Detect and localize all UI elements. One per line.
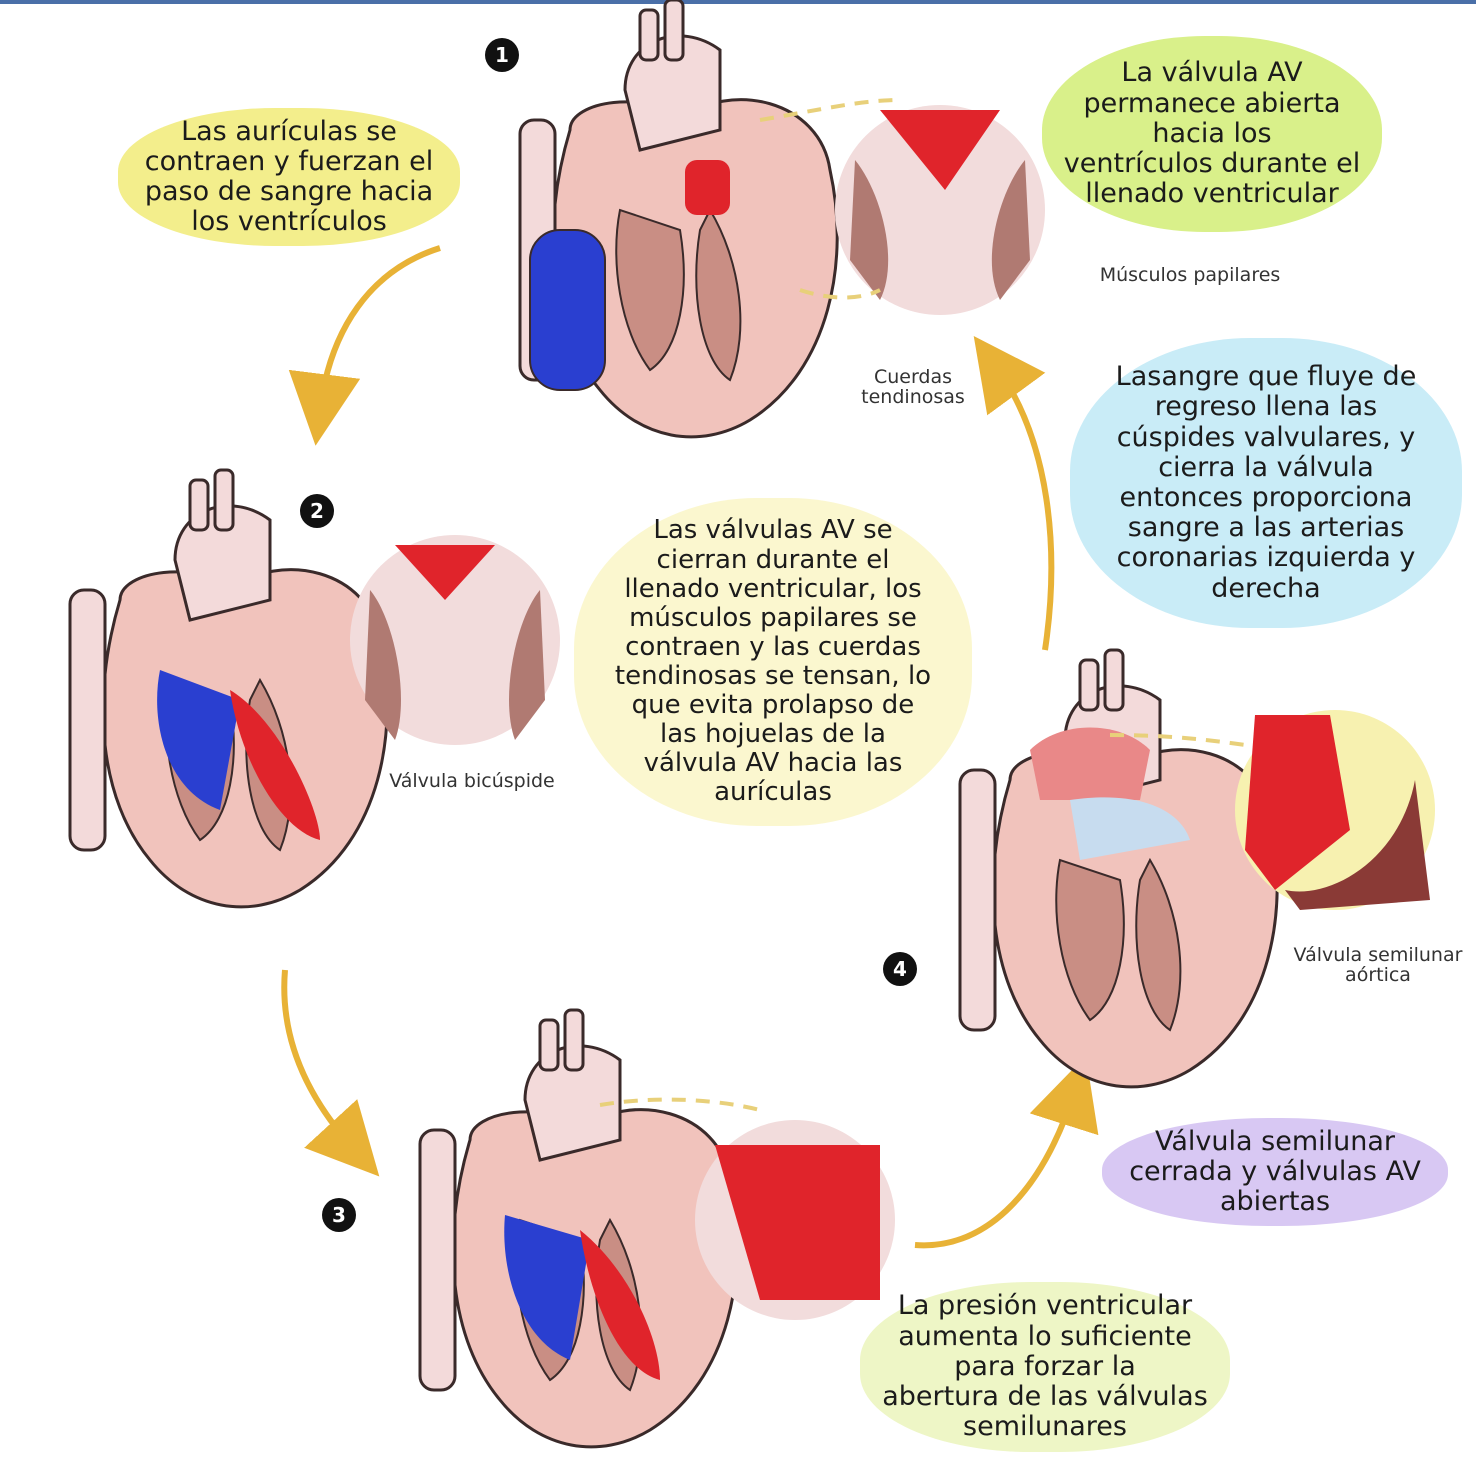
note-atria-contract: Las aurículas se contraen y fuerzan el p… xyxy=(118,108,460,246)
step-1-marker: 1 xyxy=(485,38,519,72)
cycle-arrow-3-4 xyxy=(915,1090,1075,1245)
label-chordae-tendineae: Cuerdas tendinosas xyxy=(848,368,978,408)
cycle-arrow-2-3 xyxy=(284,970,355,1150)
cycle-arrow-1-2 xyxy=(320,248,440,410)
step-3-marker: 3 xyxy=(322,1198,356,1232)
step-4-marker: 4 xyxy=(883,952,917,986)
heart-2 xyxy=(70,470,387,907)
note-av-open: La válvula AV permanece abierta hacia lo… xyxy=(1042,36,1382,232)
heart-4 xyxy=(960,650,1277,1087)
heart-3 xyxy=(420,1010,737,1447)
step-2-marker: 2 xyxy=(300,494,334,528)
label-bicuspid-valve: Válvula bicúspide xyxy=(372,772,572,792)
cycle-arrow-4-1 xyxy=(995,365,1051,650)
label-papillary-muscles: Músculos papilares xyxy=(1080,266,1300,286)
note-backflow: Lasangre que fluye de regreso llena las … xyxy=(1070,338,1462,628)
note-semilunar-closed: Válvula semilunar cerrada y válvulas AV … xyxy=(1102,1118,1448,1226)
note-pressure: La presión ventricular aumenta lo sufici… xyxy=(860,1282,1230,1452)
label-aortic-semilunar-valve: Válvula semilunar aórtica xyxy=(1280,946,1476,986)
heart-1 xyxy=(520,0,837,437)
note-av-close: Las válvulas AV se cierran durante el ll… xyxy=(574,498,972,826)
